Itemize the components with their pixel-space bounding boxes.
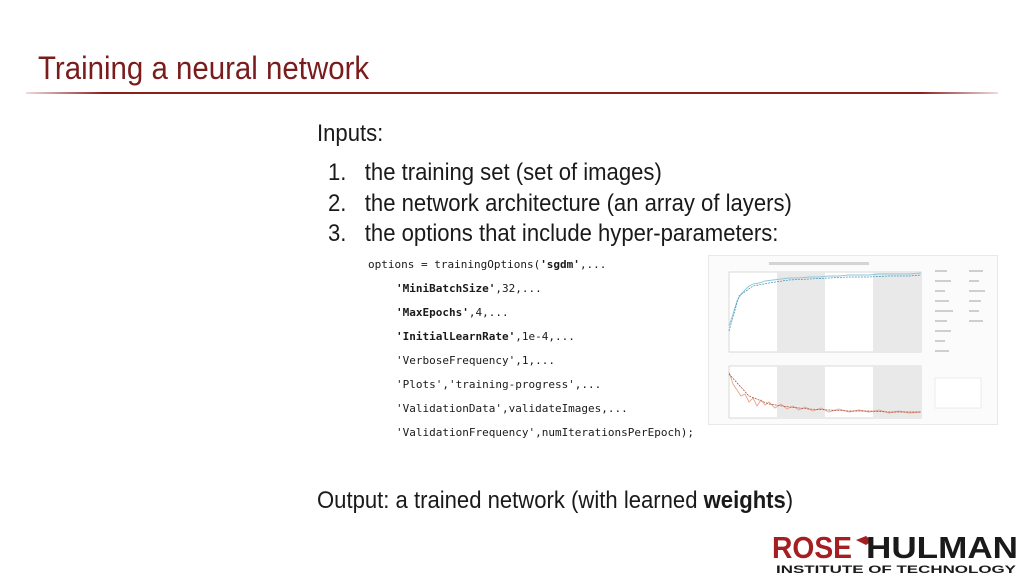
code-line: 'VerboseFrequency',1,... xyxy=(396,354,555,367)
code-line: 'ValidationFrequency',numIterationsPerEp… xyxy=(396,426,695,439)
weights-emphasis: weights xyxy=(703,487,786,514)
list-item: 2.the network architecture (an array of … xyxy=(328,189,792,217)
inputs-heading: Inputs: xyxy=(317,120,384,147)
training-progress-graphic xyxy=(709,256,997,424)
title-divider xyxy=(26,92,998,94)
slide-title: Training a neural network xyxy=(38,50,370,86)
code-line: 'MaxEpochs',4,... xyxy=(396,306,509,319)
code-line: options = trainingOptions('sgdm',... xyxy=(368,258,607,271)
training-progress-thumbnail xyxy=(708,255,998,425)
logo-hulman: HULMAN xyxy=(866,530,1018,565)
code-line: 'MiniBatchSize',32,... xyxy=(396,282,542,295)
training-options-code: options = trainingOptions('sgdm',... 'Mi… xyxy=(368,257,694,449)
code-line: 'InitialLearnRate',1e-4,... xyxy=(396,330,575,343)
code-line: 'ValidationData',validateImages,... xyxy=(396,402,628,415)
output-statement: Output: a trained network (with learned … xyxy=(317,487,794,514)
code-line: 'Plots','training-progress',... xyxy=(396,378,602,391)
list-item: 3.the options that include hyper-paramet… xyxy=(328,220,779,247)
logo-rose: ROSE xyxy=(772,530,852,565)
list-item: 1.the training set (set of images) xyxy=(328,159,662,186)
logo-subtitle: INSTITUTE OF TECHNOLOGY xyxy=(776,564,1017,576)
rose-hulman-logo: ROSE HULMAN INSTITUTE OF TECHNOLOGY xyxy=(772,530,1022,576)
inputs-list: 1.the training set (set of images) 2.the… xyxy=(328,158,832,250)
